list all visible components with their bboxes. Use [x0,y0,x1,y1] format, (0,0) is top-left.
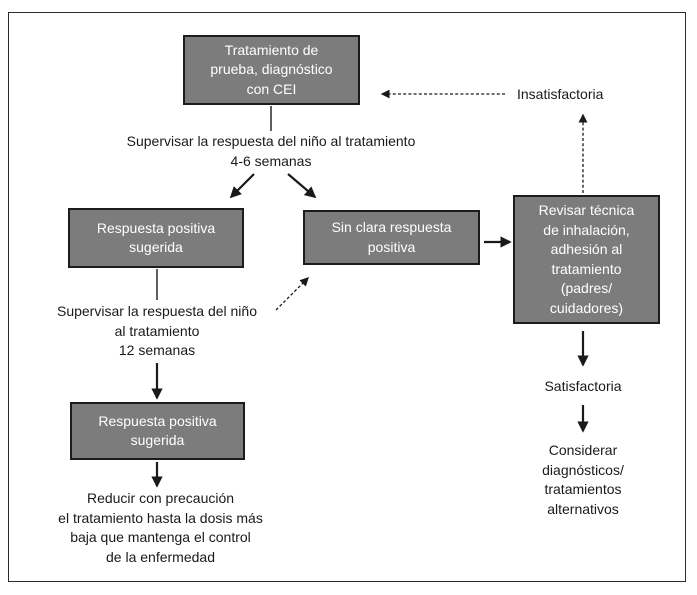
label-monitor-12-weeks: Supervisar la respuesta del niño al trat… [56,303,257,358]
node-positive-response-1: Respuesta positiva sugerida [68,208,244,268]
node-positive-response-2: Respuesta positiva sugerida [70,402,245,460]
node-no-clear-response: Sin clara respuesta positiva [303,210,480,265]
label-unsatisfactory: Insatisfactoria [517,86,604,102]
label-monitor-4-6-weeks: Supervisar la respuesta del niño al trat… [126,133,416,169]
outer-frame [8,12,686,582]
node-trial-treatment: Tratamiento de prueba, diagnóstico con C… [183,35,360,105]
label-satisfactory: Satisfactoria [544,378,622,394]
label-consider-alternatives: Considerar diagnósticos/ tratamientos al… [542,442,624,517]
label-reduce-treatment: Reducir con precaución el tratamiento ha… [58,490,263,565]
node-review-technique: Revisar técnica de inhalación, adhesión … [513,195,660,324]
